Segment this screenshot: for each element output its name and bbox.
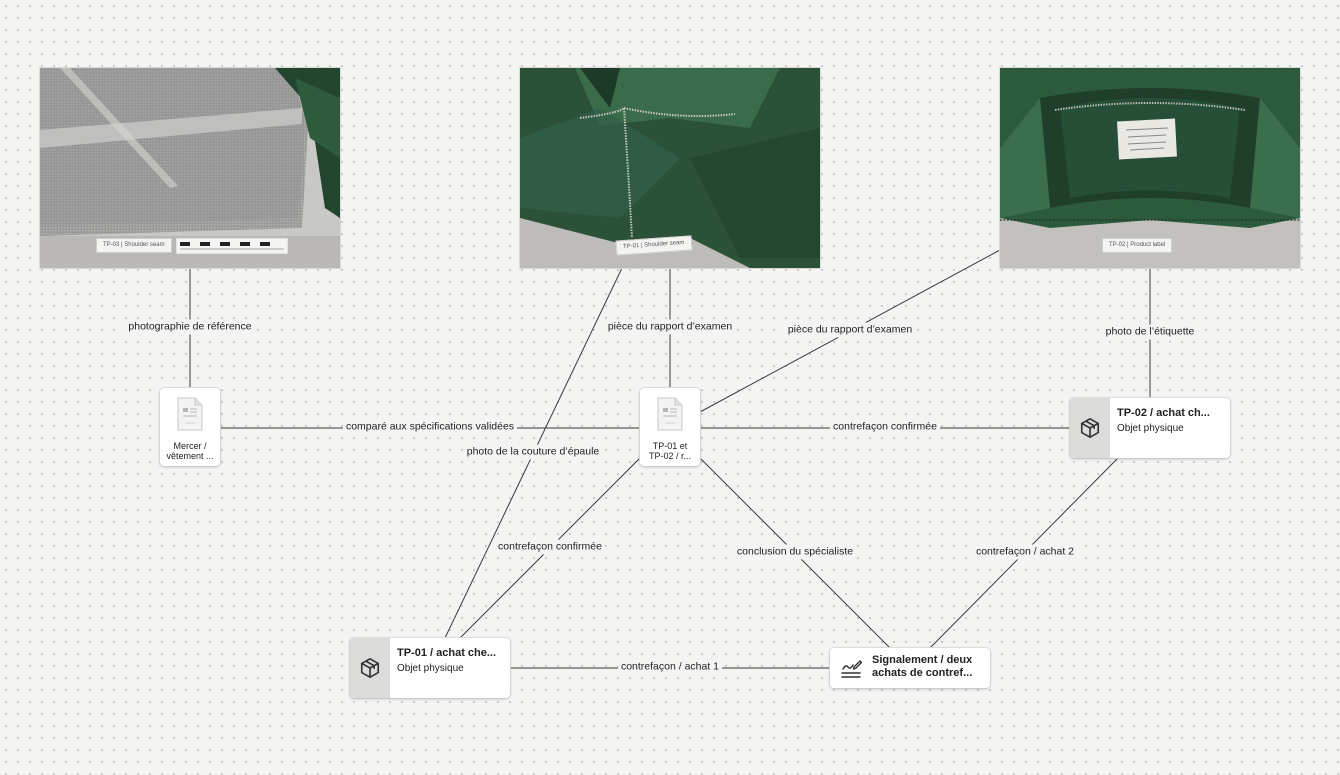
document-icon [177, 397, 203, 431]
card-icon-area [1070, 398, 1110, 458]
scale-bar [176, 238, 288, 254]
note-title-line-2: achats de contref... [872, 667, 973, 679]
note-title: Signalement / deux achats de contref... [872, 654, 984, 680]
photo-jacket-shoulder [520, 68, 820, 268]
document-node-tp01-tp02[interactable]: TP-01 et TP-02 / r... [640, 388, 700, 466]
card-title-tp01: TP-01 / achat che... [397, 647, 497, 659]
card-subtitle-tp01: Objet physique [397, 663, 464, 674]
document-node-mercer[interactable]: Mercer / vêtement ... [160, 388, 220, 466]
card-node-tp01[interactable]: TP-01 / achat che... Objet physique [350, 638, 510, 698]
document-label-mercer: Mercer / vêtement ... [162, 441, 218, 461]
document-label-line-1: Mercer / [173, 441, 207, 451]
photo-node-shoulder-seam[interactable]: TP-01 | Shoulder seam [520, 68, 820, 268]
photo-node-reference[interactable]: TP-03 | Shoulder seam [40, 68, 340, 268]
edge-label-conclusion-specialiste: conclusion du spécialiste [733, 544, 857, 560]
edge-label-photographie-reference: photographie de référence [125, 319, 255, 335]
edge-label-contrefacon-confirmee-1: contrefaçon confirmée [830, 419, 940, 435]
card-subtitle-tp02: Objet physique [1117, 423, 1184, 434]
note-title-line-1: Signalement / deux [872, 654, 973, 666]
edge-label-compare-specifications: comparé aux spécifications validées [342, 419, 518, 435]
edge-label-contrefacon-achat-1: contrefaçon / achat 1 [617, 659, 723, 675]
edge-label-piece-rapport-2: pièce du rapport d’examen [784, 322, 916, 338]
photo-tag-reference: TP-03 | Shoulder seam [96, 238, 172, 253]
document-label-line-2: vêtement ... [166, 451, 214, 461]
package-icon [360, 658, 380, 678]
edge-label-photo-etiquette: photo de l’étiquette [1102, 324, 1198, 340]
edge-label-photo-couture: photo de la couture d’épaule [463, 444, 603, 460]
card-icon-area [350, 638, 390, 698]
card-title-tp02: TP-02 / achat ch... [1117, 407, 1210, 419]
signature-icon [841, 660, 862, 678]
document-icon [657, 397, 683, 431]
edge-label-contrefacon-achat-2: contrefaçon / achat 2 [972, 544, 1078, 560]
document-label-line-2: TP-02 / r... [648, 451, 691, 461]
edge-label-contrefacon-confirmee-2: contrefaçon confirmée [495, 539, 605, 555]
note-node-signalement[interactable]: Signalement / deux achats de contref... [830, 648, 990, 688]
photo-tag-product-label: TP-02 | Product label [1102, 238, 1173, 253]
photo-node-product-label[interactable]: TP-02 | Product label [1000, 68, 1300, 268]
card-node-tp02[interactable]: TP-02 / achat ch... Objet physique [1070, 398, 1230, 458]
photo-jacket-collar [1000, 68, 1300, 268]
package-icon [1080, 418, 1100, 438]
document-label-tp01-tp02: TP-01 et TP-02 / r... [642, 441, 698, 461]
edge-label-piece-rapport-1: pièce du rapport d’examen [604, 319, 736, 335]
document-label-line-1: TP-01 et [652, 441, 688, 451]
